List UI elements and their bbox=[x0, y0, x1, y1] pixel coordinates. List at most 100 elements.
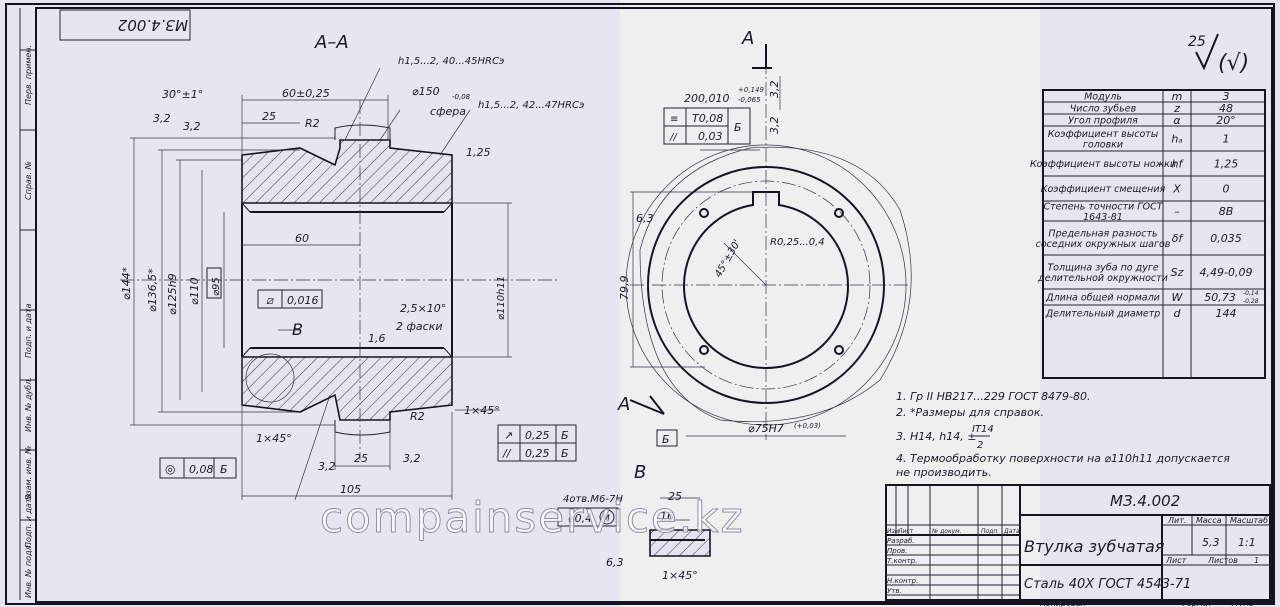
tb-role-5: Н.контр. bbox=[887, 577, 918, 585]
table-param-name: Делительный диаметр bbox=[1045, 309, 1161, 320]
note-3-den: 2 bbox=[977, 440, 983, 451]
tb-sheet: Лист bbox=[1165, 556, 1187, 565]
dim-d144: ⌀144* bbox=[120, 266, 133, 300]
table-param-symbol: z bbox=[1173, 102, 1180, 115]
hole-mmc: M bbox=[602, 514, 610, 524]
table-param-symbol: m bbox=[1172, 90, 1183, 103]
dim-1x45-b: 1×45° bbox=[256, 432, 292, 445]
runout-sym-2: // bbox=[502, 447, 512, 460]
dim-32a: 3,2 bbox=[153, 112, 171, 125]
dim-25x10: 2,5×10° bbox=[400, 302, 446, 315]
dim-r025: R0,25...0,4 bbox=[770, 237, 825, 248]
strip-label-3: Подп. и дата bbox=[24, 303, 33, 358]
sym-eq: ≡ bbox=[670, 114, 678, 125]
tb-col-1: Изм bbox=[887, 528, 900, 535]
table-param-name: Модуль bbox=[1084, 92, 1122, 103]
note-3: 3. Н14, h14, ± bbox=[896, 430, 976, 443]
tb-mass-h: Масса bbox=[1196, 516, 1222, 525]
table-param-value: 1,25 bbox=[1214, 158, 1239, 171]
notes: 1. Гр II НВ217...229 ГОСТ 8479-80. 2. *Р… bbox=[896, 390, 1230, 479]
table-param-symbol: d bbox=[1174, 307, 1182, 320]
flatness-frame bbox=[257, 289, 323, 309]
tb-col-2: Лист bbox=[897, 528, 914, 535]
base-b1: Б bbox=[561, 429, 569, 442]
tb-kopir: Копировал bbox=[1040, 599, 1086, 607]
base-b3: Б bbox=[220, 463, 228, 476]
label-b-detail: B bbox=[634, 462, 646, 483]
dim-25-top: 25 bbox=[262, 110, 276, 123]
dim-025-b: 0,25 bbox=[525, 447, 550, 460]
outer-frame bbox=[5, 3, 1275, 605]
base-b2: Б bbox=[561, 447, 569, 460]
tb-lit: Лит. bbox=[1167, 516, 1186, 525]
dim-799: 79,9 bbox=[618, 276, 631, 301]
tb-role-6: Утв. bbox=[887, 587, 902, 595]
note-1: 1. Гр II НВ217...229 ГОСТ 8479-80. bbox=[896, 390, 1091, 403]
dim-63a: 6,3 bbox=[636, 212, 654, 225]
dim-25-bot: 25 bbox=[354, 452, 368, 465]
note-4: 4. Термообработку поверхности на ⌀110h11… bbox=[896, 452, 1230, 465]
tb-format: Формат bbox=[1180, 599, 1213, 607]
tb-code: МЗ.4.002 bbox=[1110, 492, 1180, 510]
sym-par: // bbox=[669, 132, 678, 143]
detail-b: B 4отв.М6-7Н ⌀0,4 M 25 16 6,3 1×45° bbox=[557, 462, 711, 582]
tb-name: Втулка зубчатая bbox=[1024, 537, 1165, 556]
dim-d125: ⌀125h9 bbox=[166, 273, 179, 315]
tb-col-3: № докум. bbox=[931, 528, 962, 535]
table-param-name: Длина общей нормали bbox=[1045, 293, 1160, 304]
runout-sym-1: ↗ bbox=[504, 429, 513, 442]
table-param-value: 0 bbox=[1223, 183, 1230, 196]
roughness-value: 25 bbox=[1188, 34, 1206, 50]
paper-light-zone bbox=[620, 0, 1040, 607]
title-block: МЗ.4.002 Втулка зубчатая Сталь 40Х ГОСТ … bbox=[885, 484, 1271, 607]
view-a-top: A bbox=[741, 28, 754, 49]
dim-32g: 3,2 bbox=[768, 117, 781, 135]
table-param-symbol: hₐ bbox=[1171, 133, 1182, 146]
dim-60: 60±0,25 bbox=[282, 87, 330, 100]
table-param-symbol: δf bbox=[1172, 232, 1185, 245]
dim-d110: ⌀110 bbox=[188, 277, 201, 305]
note-2: 2. *Размеры для справок. bbox=[896, 406, 1044, 419]
flatness-sym: ⧄ bbox=[266, 294, 274, 307]
base-b5: Б bbox=[662, 433, 670, 446]
strip-label-7: Инв. № подл. bbox=[24, 543, 33, 598]
dim-d200-dn: -0,065 bbox=[738, 96, 761, 104]
tol-008: T0,08 bbox=[692, 112, 723, 125]
dim-60-inner: 60 bbox=[295, 232, 309, 245]
dim-008: 0,08 bbox=[189, 463, 214, 476]
w-tol-dn: -0,28 bbox=[1243, 298, 1259, 305]
table-param-value: 50,73 bbox=[1204, 291, 1236, 304]
dim-d150: ⌀150 bbox=[412, 85, 440, 98]
tb-col-4: Подп. bbox=[981, 528, 999, 535]
tb-role-1: Разраб. bbox=[887, 537, 915, 545]
dim-32b: 3,2 bbox=[183, 120, 201, 133]
view-a-bot: A bbox=[617, 394, 630, 415]
dim-32e: 3,2 bbox=[403, 452, 421, 465]
note-3-num: IT14 bbox=[972, 424, 994, 435]
inner-frame bbox=[35, 7, 1273, 603]
table-param-symbol: – bbox=[1174, 205, 1180, 218]
hardness-2: h1,5...2, 42...47HRCэ bbox=[478, 100, 584, 111]
dim-d95: ⌀95 bbox=[211, 277, 222, 296]
dim-r2-top: R2 bbox=[305, 117, 320, 130]
tb-material: Сталь 40Х ГОСТ 4543-71 bbox=[1024, 577, 1191, 592]
table-param-value: 8В bbox=[1219, 205, 1234, 218]
coaxial-sym: ◎ bbox=[165, 462, 175, 476]
tb-scale-h: Масштаб bbox=[1230, 516, 1268, 525]
section-dims: 30°±1° 3,2 3,2 60±0,25 25 R2 h1,5...2, 4… bbox=[120, 56, 584, 496]
dim-16: 1,6 bbox=[368, 332, 386, 345]
table-param-symbol: hf bbox=[1172, 158, 1185, 171]
dim-025-a: 0,25 bbox=[525, 429, 550, 442]
table-param-name: Угол профиля bbox=[1068, 116, 1138, 127]
table-param-symbol: Sz bbox=[1171, 266, 1184, 279]
gear-parameter-table bbox=[1042, 89, 1266, 379]
dim-32f: 3,2 bbox=[768, 81, 781, 99]
section-view bbox=[120, 67, 560, 501]
dim-30deg: 30°±1° bbox=[162, 88, 203, 101]
table-param-symbol: α bbox=[1173, 114, 1181, 127]
tb-mass: 5,3 bbox=[1202, 536, 1220, 549]
